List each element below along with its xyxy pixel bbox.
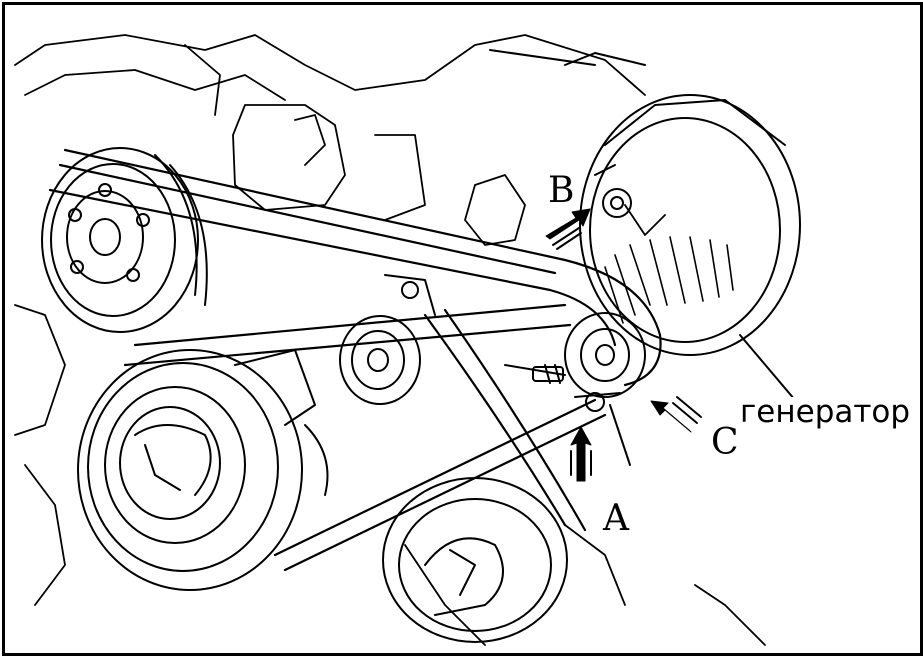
arrow-c-icon (650, 396, 702, 433)
belt-drive-drawing (14, 34, 801, 646)
label-generator: генератор (738, 394, 913, 430)
lower-belt (123, 303, 607, 572)
generator-body (564, 52, 801, 356)
upper-left-pulley (41, 147, 208, 333)
upper-belt (48, 148, 662, 387)
label-point-c: C (711, 422, 739, 463)
idler-pulley (339, 274, 436, 405)
adjusting-bracket (504, 364, 631, 466)
water-pump-pulley (382, 477, 568, 643)
label-point-a: A (603, 498, 629, 539)
arrow-a-icon (570, 426, 592, 482)
generator-pulley (564, 312, 646, 398)
engine-block-outline (14, 34, 766, 646)
arrow-b-icon (545, 208, 591, 250)
crankshaft-pulley (77, 349, 329, 591)
generator-leader (489, 49, 796, 401)
label-point-b: B (548, 170, 575, 211)
